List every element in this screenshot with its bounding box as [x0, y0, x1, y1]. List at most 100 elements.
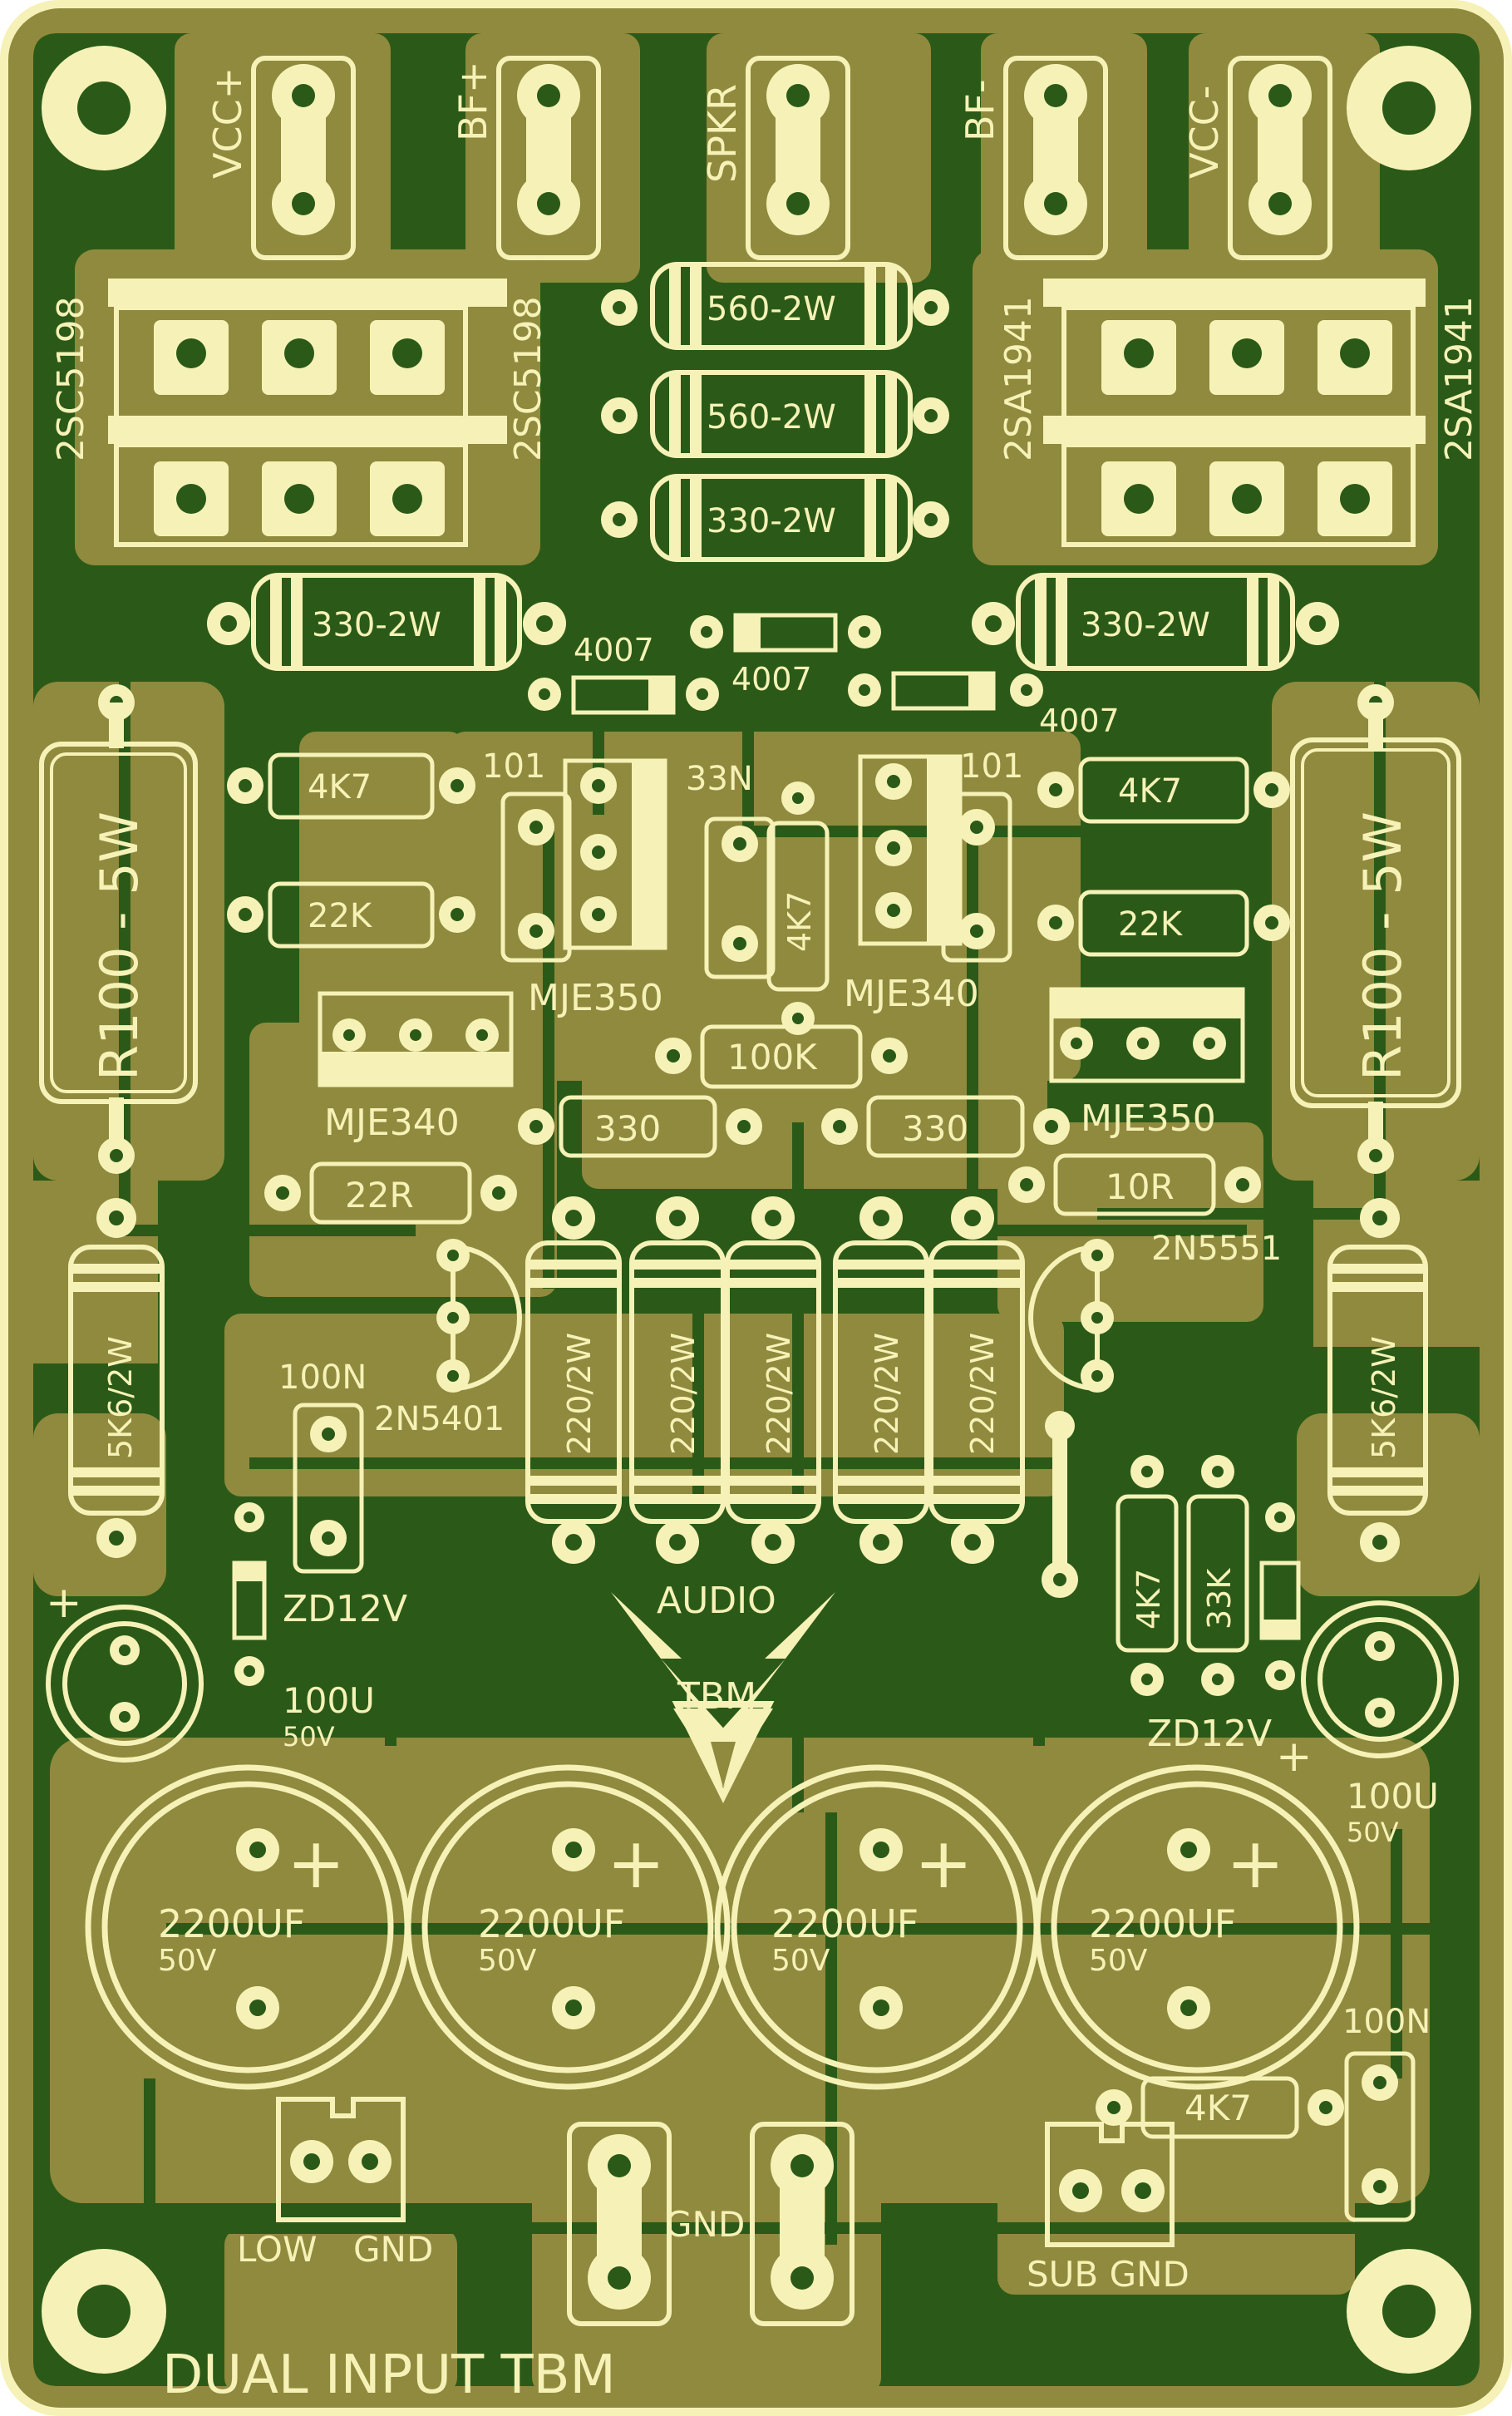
- resistor-22k-left: 22K: [227, 881, 475, 949]
- resistor-220-3: 220/2W: [725, 1196, 821, 1564]
- resistor-560-b: 560-2W: [601, 370, 949, 458]
- capacitor-33n: 33N: [686, 760, 776, 979]
- plus-2200-1: +: [287, 1822, 345, 1904]
- capacitor-100n-right: 100N: [1342, 2003, 1431, 2222]
- label-2200-2-value: 2200UF: [478, 1901, 625, 1946]
- transistor-2n5401: 2N5401: [374, 1239, 522, 1438]
- label-220-4: 220/2W: [869, 1333, 905, 1455]
- label-100n-left: 100N: [278, 1358, 367, 1397]
- label-220-3: 220/2W: [761, 1333, 797, 1455]
- label-4007-right: 4007: [1039, 703, 1120, 739]
- transistor-mje340-left: MJE340: [318, 991, 514, 1144]
- resistor-33k-low: 33K: [1186, 1455, 1249, 1696]
- transistor-2sa1941-bottom: 2SA1941: [1043, 296, 1480, 547]
- label-4k7-bottom: 4K7: [1184, 2088, 1252, 2128]
- label-zd-right: ZD12V: [1147, 1713, 1272, 1755]
- resistor-22r: 22R: [264, 1161, 517, 1225]
- label-4k7-vert: 4K7: [781, 891, 818, 952]
- connector-sub-gnd: SUB GND: [1027, 2122, 1189, 2295]
- connector-gnd-left: [567, 2122, 672, 2326]
- label-mje340-center: MJE340: [844, 973, 979, 1015]
- connector-low-gnd: LOW GND: [237, 2097, 433, 2270]
- label-4007-left: 4007: [574, 632, 654, 668]
- zener-left: ZD12V: [232, 1502, 407, 1686]
- label-bf-pos: BF+: [451, 61, 495, 141]
- label-sub-gnd: SUB GND: [1027, 2254, 1189, 2295]
- plus-100u-left: +: [46, 1578, 82, 1628]
- label-2200-4-value: 2200UF: [1089, 1901, 1236, 1946]
- capacitor-2200uf-3: + 2200UF 50V: [714, 1764, 1040, 2090]
- plus-100u-right: +: [1276, 1732, 1313, 1782]
- label-spkr: SPKR: [700, 84, 745, 183]
- label-4k7-right: 4K7: [1118, 772, 1182, 811]
- label-2200-2-voltage: 50V: [478, 1944, 537, 1978]
- connector-bf-pos: BF+: [451, 56, 601, 260]
- resistor-4k7-left: 4K7: [227, 752, 475, 820]
- label-bf-neg: BF-: [958, 79, 1002, 141]
- label-2n5401: 2N5401: [374, 1400, 505, 1438]
- capacitor-100u-left: + 100U 50V: [46, 1578, 375, 1763]
- capacitor-101-right: 101: [941, 747, 1023, 963]
- resistor-10r: 10R: [1008, 1153, 1261, 1216]
- resistor-4k7-right: 4K7: [1037, 757, 1290, 824]
- label-2200-3-value: 2200UF: [771, 1901, 919, 1946]
- connector-spkr: SPKR: [700, 56, 850, 260]
- label-330-left: 330-2W: [312, 606, 441, 644]
- label-560-a: 560-2W: [707, 290, 836, 328]
- label-22k-left: 22K: [308, 897, 373, 935]
- label-4k7-left: 4K7: [308, 768, 372, 806]
- resistor-22k-right: 22K: [1037, 890, 1290, 957]
- plus-2200-2: +: [607, 1822, 665, 1904]
- label-33n: 33N: [686, 760, 753, 798]
- resistor-330-mid-right: 330: [821, 1095, 1070, 1158]
- label-330-mid-left: 330: [594, 1108, 661, 1149]
- resistor-4k7-vertical: 4K7: [766, 782, 830, 1035]
- plus-2200-3: +: [914, 1822, 973, 1904]
- jumper-wire: [1042, 1411, 1078, 1598]
- label-2sc5198-left: 2SC5198: [50, 296, 92, 461]
- mount-hole-bottom-left: [42, 2249, 166, 2374]
- capacitor-2200uf-4: + 2200UF 50V: [1034, 1764, 1360, 2090]
- label-2200-1-voltage: 50V: [158, 1944, 217, 1978]
- diode-4007-right: 4007: [848, 671, 1120, 739]
- resistor-4k7-bottom: 4K7: [1096, 2076, 1344, 2139]
- connector-gnd-right: [750, 2122, 855, 2326]
- label-5k6-right: 5K6/2W: [1366, 1336, 1402, 1459]
- isolation-gaps: [119, 582, 1430, 2245]
- resistor-330-mid-left: 330: [518, 1095, 762, 1158]
- label-330-top: 330-2W: [707, 502, 836, 540]
- label-2n5551: 2N5551: [1151, 1230, 1282, 1268]
- label-4007-mid: 4007: [731, 661, 812, 698]
- label-101-right: 101: [960, 747, 1023, 786]
- resistor-330-right: 330-2W: [972, 573, 1339, 671]
- plus-2200-4: +: [1226, 1822, 1284, 1904]
- capacitor-100n-left: 100N: [278, 1358, 367, 1574]
- label-mje350-right: MJE350: [1081, 1097, 1216, 1140]
- resistor-220-1: 220/2W: [525, 1196, 622, 1564]
- logo-text-audio: AUDIO: [657, 1580, 776, 1622]
- label-vcc-pos: VCC+: [205, 67, 250, 179]
- transistor-mje350-right: MJE350: [1049, 987, 1245, 1140]
- label-101-left: 101: [482, 747, 545, 786]
- label-10r: 10R: [1106, 1166, 1175, 1207]
- resistor-560-a: 560-2W: [601, 262, 949, 350]
- label-100u-right-value: 100U: [1347, 1776, 1439, 1817]
- audio-tbm-logo: AUDIO TBM: [611, 1580, 835, 1803]
- label-low-gnd: GND: [353, 2229, 433, 2270]
- transistor-2n5551: 2N5551: [1028, 1230, 1282, 1393]
- label-r100-5w-right: R100 - 5W: [1352, 811, 1413, 1081]
- board-title: DUAL INPUT TBM: [162, 2345, 616, 2406]
- label-r100-5w-left: R100 - 5W: [89, 811, 150, 1081]
- transistor-2sa1941-top: 2SA1941: [997, 279, 1426, 461]
- mount-hole-top-right: [1347, 46, 1471, 170]
- zener-right: ZD12V: [1147, 1502, 1301, 1755]
- label-100u-left-voltage: 50V: [283, 1721, 335, 1753]
- label-330-mid-right: 330: [902, 1108, 968, 1149]
- label-2sa1941-left: 2SA1941: [997, 296, 1040, 461]
- resistor-r100-5w-left: R100 - 5W: [39, 684, 198, 1174]
- label-2200-3-voltage: 50V: [771, 1944, 830, 1978]
- label-100n-right: 100N: [1342, 2003, 1431, 2041]
- label-220-5: 220/2W: [964, 1333, 1001, 1455]
- label-mje340-left: MJE340: [324, 1102, 460, 1144]
